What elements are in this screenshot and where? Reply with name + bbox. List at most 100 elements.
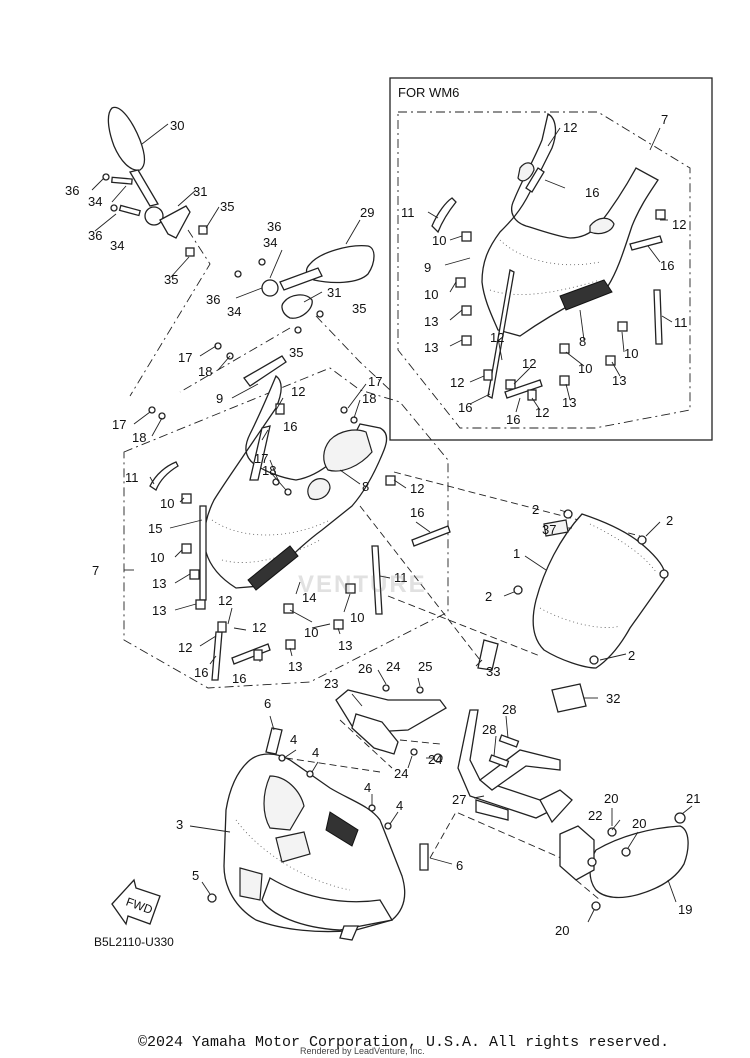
callout: 11	[125, 470, 139, 485]
callout: 36	[65, 183, 79, 198]
callout: 13	[152, 576, 166, 591]
callout: 12	[178, 640, 192, 655]
inset-title: FOR WM6	[398, 85, 459, 100]
callout: 2	[532, 502, 539, 517]
windscreen-group	[503, 509, 669, 669]
callout: 17	[368, 374, 382, 389]
callout: 8	[362, 479, 369, 494]
callout: 25	[418, 659, 432, 674]
callout: 34	[227, 304, 241, 319]
callout: 7	[661, 112, 668, 127]
callout: 13	[612, 373, 626, 388]
rendered-by-credit: Rendered by LeadVenture, Inc.	[300, 1046, 425, 1056]
callout: 20	[555, 923, 569, 938]
wm6-inset: FOR WM6	[389, 77, 713, 441]
right-mirror-assembly	[179, 219, 391, 393]
callout: 16	[506, 412, 520, 427]
callout: 18	[198, 364, 212, 379]
callout: 13	[288, 659, 302, 674]
callout: 37	[542, 522, 556, 537]
callout: 19	[678, 902, 692, 917]
callout: 12	[291, 384, 305, 399]
callout: 24	[394, 766, 408, 781]
callout: 12	[252, 620, 266, 635]
callout: 18	[362, 391, 376, 406]
callout: 20	[604, 791, 618, 806]
callout: 8	[579, 334, 586, 349]
callout: 6	[264, 696, 271, 711]
callout: 30	[170, 118, 184, 133]
mirror-30	[107, 106, 146, 171]
callout: 13	[562, 395, 576, 410]
callout: 4	[312, 745, 319, 760]
callout: 7	[92, 563, 99, 578]
callout: 35	[289, 345, 303, 360]
callout: 12	[672, 217, 686, 232]
callout: 4	[290, 732, 297, 747]
callout: 21	[686, 791, 700, 806]
callout: 34	[110, 238, 124, 253]
callout: 10	[160, 496, 174, 511]
callout: 27	[452, 792, 466, 807]
callout: 32	[606, 691, 620, 706]
callout: 4	[396, 798, 403, 813]
callout: 12	[563, 120, 577, 135]
callout: 13	[338, 638, 352, 653]
front-cowl-group	[123, 342, 641, 689]
inset-front-cowl	[481, 113, 659, 337]
callout: 2	[485, 589, 492, 604]
left-mirror-assembly	[91, 106, 220, 397]
callout: 10	[150, 550, 164, 565]
callout: 2	[628, 648, 635, 663]
callout: 18	[132, 430, 146, 445]
callout: 9	[424, 260, 431, 275]
callout: 36	[267, 219, 281, 234]
callout: 28	[502, 702, 516, 717]
callout: 34	[88, 194, 102, 209]
inset-callouts: 12 7 16 11 10 12 9 16 10 11 13 12 8 13 1…	[401, 112, 688, 427]
callout: 35	[164, 272, 178, 287]
callout: 16	[660, 258, 674, 273]
callout: 18	[262, 463, 276, 478]
callout: 12	[535, 405, 549, 420]
callout: 36	[206, 292, 220, 307]
callout: 12	[450, 375, 464, 390]
lower-cowl-group	[189, 715, 571, 941]
callout: 24	[386, 659, 400, 674]
callout: 16	[232, 671, 246, 686]
under-cowl-group	[559, 805, 693, 923]
callout: 13	[424, 314, 438, 329]
callout: 35	[352, 301, 366, 316]
callout: 12	[490, 330, 504, 345]
callout: 10	[578, 361, 592, 376]
windscreen	[532, 513, 666, 669]
callout: 3	[176, 817, 183, 832]
callout: 34	[263, 235, 277, 250]
callout: 12	[218, 593, 232, 608]
callout: 11	[394, 570, 408, 585]
callout: 1	[513, 546, 520, 561]
copyright-notice: ©2024 Yamaha Motor Corporation, U.S.A. A…	[138, 1034, 670, 1051]
callout: 2	[666, 513, 673, 528]
callout: 16	[194, 665, 208, 680]
callout: 4	[364, 780, 371, 795]
callout: 10	[350, 610, 364, 625]
callout: 31	[327, 285, 341, 300]
callout: 16	[585, 185, 599, 200]
callout: 12	[522, 356, 536, 371]
callout: 23	[324, 676, 338, 691]
callout: 17	[178, 350, 192, 365]
callout: 36	[88, 228, 102, 243]
callout: 10	[624, 346, 638, 361]
main-callouts: 30 36 34 31 35 36 34 35 29 36 34 36 34 3…	[65, 118, 700, 938]
callout: 10	[304, 625, 318, 640]
callout: 13	[152, 603, 166, 618]
under-cowl	[589, 825, 689, 899]
callout: 16	[410, 505, 424, 520]
callout: 13	[424, 340, 438, 355]
callout: 9	[216, 391, 223, 406]
callout: 11	[674, 315, 688, 330]
callout: 17	[112, 417, 126, 432]
callout: 24	[428, 752, 442, 767]
